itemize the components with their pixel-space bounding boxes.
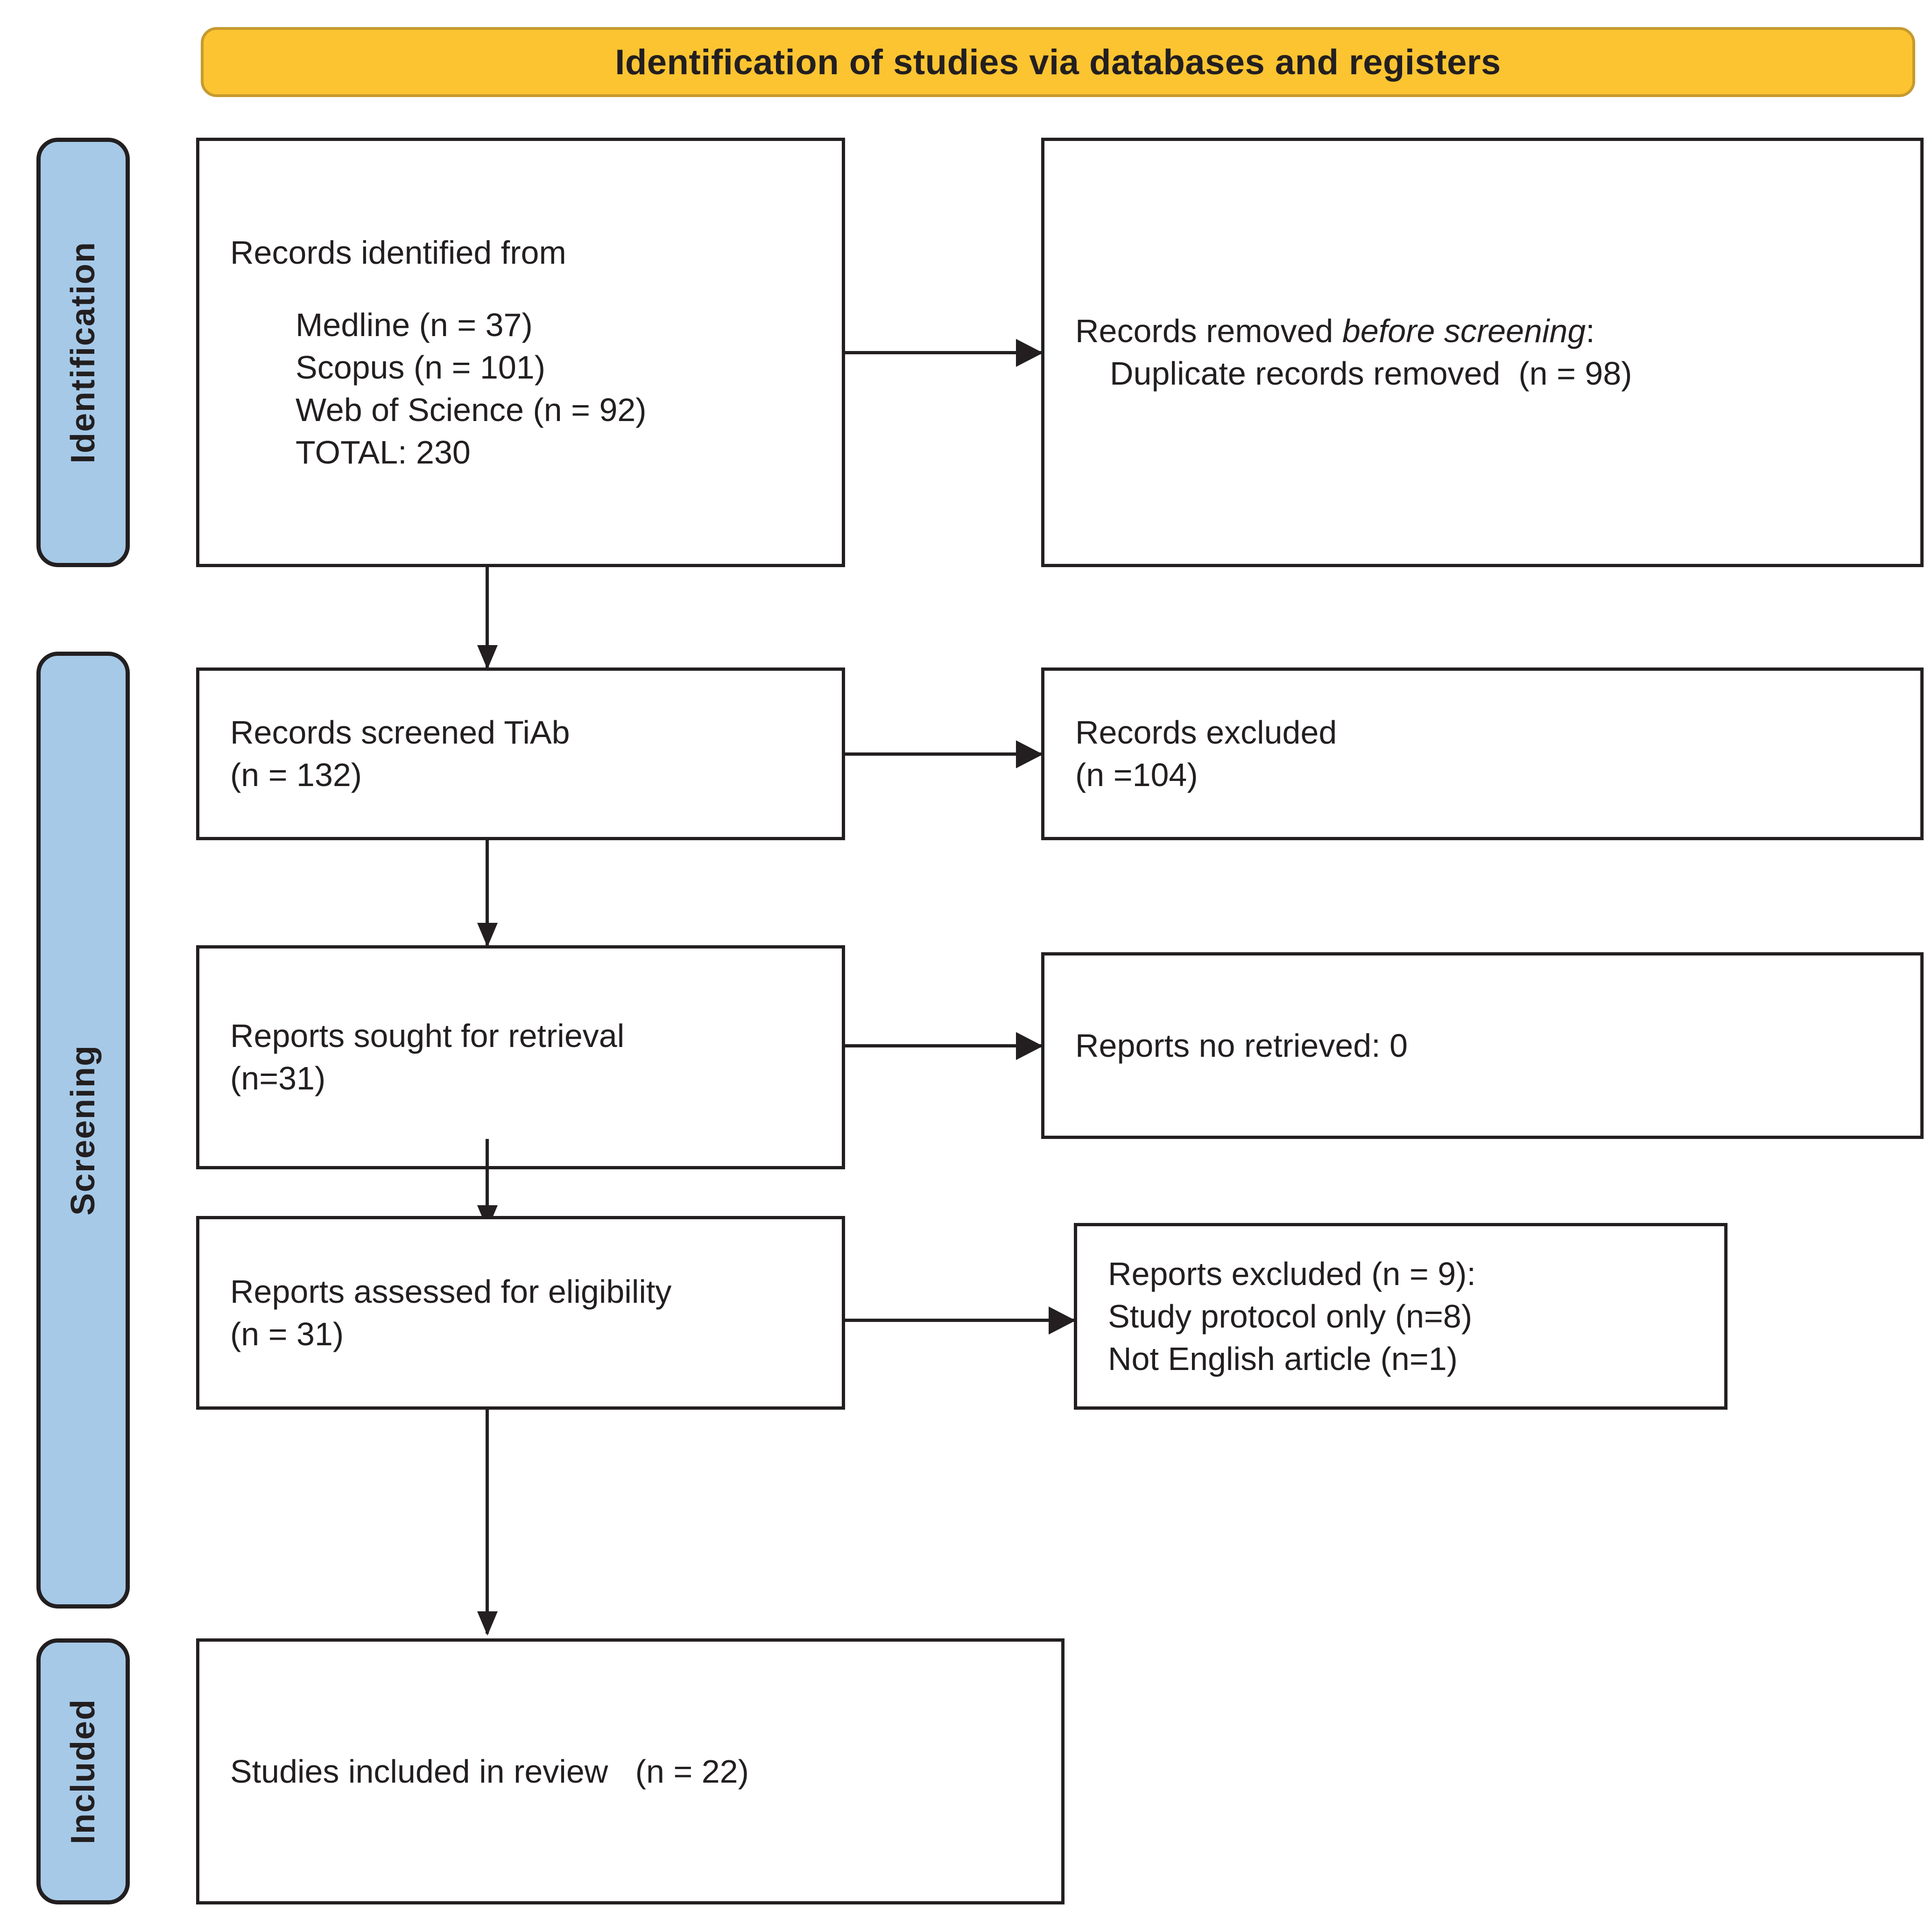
arrowhead-down-icon: [477, 1611, 498, 1636]
reports-excluded-reason-protocol: Study protocol only (n=8): [1108, 1298, 1473, 1335]
records-removed-suffix: :: [1586, 313, 1595, 349]
box-reports-excluded: Reports excluded (n = 9): Study protocol…: [1074, 1223, 1728, 1410]
records-screened-count: (n = 132): [230, 757, 362, 793]
records-identified-total: TOTAL: 230: [296, 434, 471, 471]
box-reports-assessed: Reports assessed for eligibility (n = 31…: [196, 1216, 845, 1410]
records-removed-heading: Records removed before screening:: [1044, 310, 1920, 352]
arrow-screened-to-sought: [477, 840, 498, 947]
phase-banner-identification: Identification of studies via databases …: [201, 27, 1915, 97]
records-identified-heading: Records identified from: [230, 234, 566, 271]
arrowhead-right-icon: [1016, 338, 1043, 367]
box-reports-sought: Reports sought for retrieval (n=31): [196, 945, 845, 1169]
arrowhead-right-icon: [1049, 1306, 1076, 1335]
stage-label-included: Included: [36, 1638, 130, 1904]
box-studies-included: Studies included in review (n = 22): [196, 1638, 1065, 1904]
box-records-screened: Records screened TiAb (n = 132): [196, 667, 845, 840]
arrow-identified-to-removed: [845, 338, 1043, 367]
stage-label-screening: Screening: [36, 652, 130, 1609]
records-screened-label: Records screened TiAb: [230, 714, 570, 751]
reports-assessed-count: (n = 31): [230, 1315, 344, 1352]
reports-sought-label: Reports sought for retrieval: [230, 1018, 625, 1054]
studies-included-label: Studies included in review (n = 22): [230, 1753, 749, 1790]
reports-assessed-label: Reports assessed for eligibility: [230, 1273, 672, 1310]
records-removed-italic: before screening: [1342, 313, 1586, 349]
reports-sought-count: (n=31): [230, 1060, 326, 1096]
box-reports-not-retrieved: Reports no retrieved: 0: [1041, 952, 1924, 1139]
arrow-identified-to-screened: [477, 567, 498, 669]
box-records-excluded: Records excluded (n =104): [1041, 667, 1924, 840]
arrowhead-down-icon: [477, 923, 498, 947]
records-excluded-count: (n =104): [1075, 757, 1198, 793]
box-records-removed-before-screening: Records removed before screening: Duplic…: [1041, 138, 1924, 567]
records-identified-source-medline: Medline (n = 37): [296, 306, 533, 343]
arrow-assessed-to-excluded: [845, 1306, 1076, 1335]
stage-label-screening-text: Screening: [64, 1044, 102, 1216]
arrow-assessed-to-included: [477, 1410, 498, 1636]
records-removed-prefix: Records removed: [1075, 313, 1342, 349]
arrow-screened-to-excluded: [845, 740, 1043, 768]
reports-excluded-label: Reports excluded (n = 9):: [1108, 1255, 1476, 1292]
arrowhead-right-icon: [1016, 740, 1043, 768]
arrowhead-down-icon: [477, 645, 498, 669]
records-excluded-label: Records excluded: [1075, 714, 1337, 751]
reports-not-retrieved-label: Reports no retrieved: 0: [1075, 1027, 1408, 1064]
records-identified-source-wos: Web of Science (n = 92): [296, 391, 647, 428]
box-records-identified: Records identified from Medline (n = 37)…: [196, 138, 845, 567]
reports-excluded-reason-language: Not English article (n=1): [1108, 1340, 1458, 1377]
phase-banner-title: Identification of studies via databases …: [615, 42, 1501, 82]
stage-label-identification-text: Identification: [64, 241, 102, 464]
records-removed-duplicates: Duplicate records removed (n = 98): [1110, 355, 1632, 392]
stage-label-identification: Identification: [36, 138, 130, 567]
records-identified-source-scopus: Scopus (n = 101): [296, 349, 546, 386]
arrow-sought-to-not-retrieved: [845, 1032, 1043, 1060]
stage-label-included-text: Included: [64, 1698, 102, 1844]
arrow-sought-to-assessed: [477, 1139, 498, 1229]
arrowhead-right-icon: [1016, 1032, 1043, 1060]
